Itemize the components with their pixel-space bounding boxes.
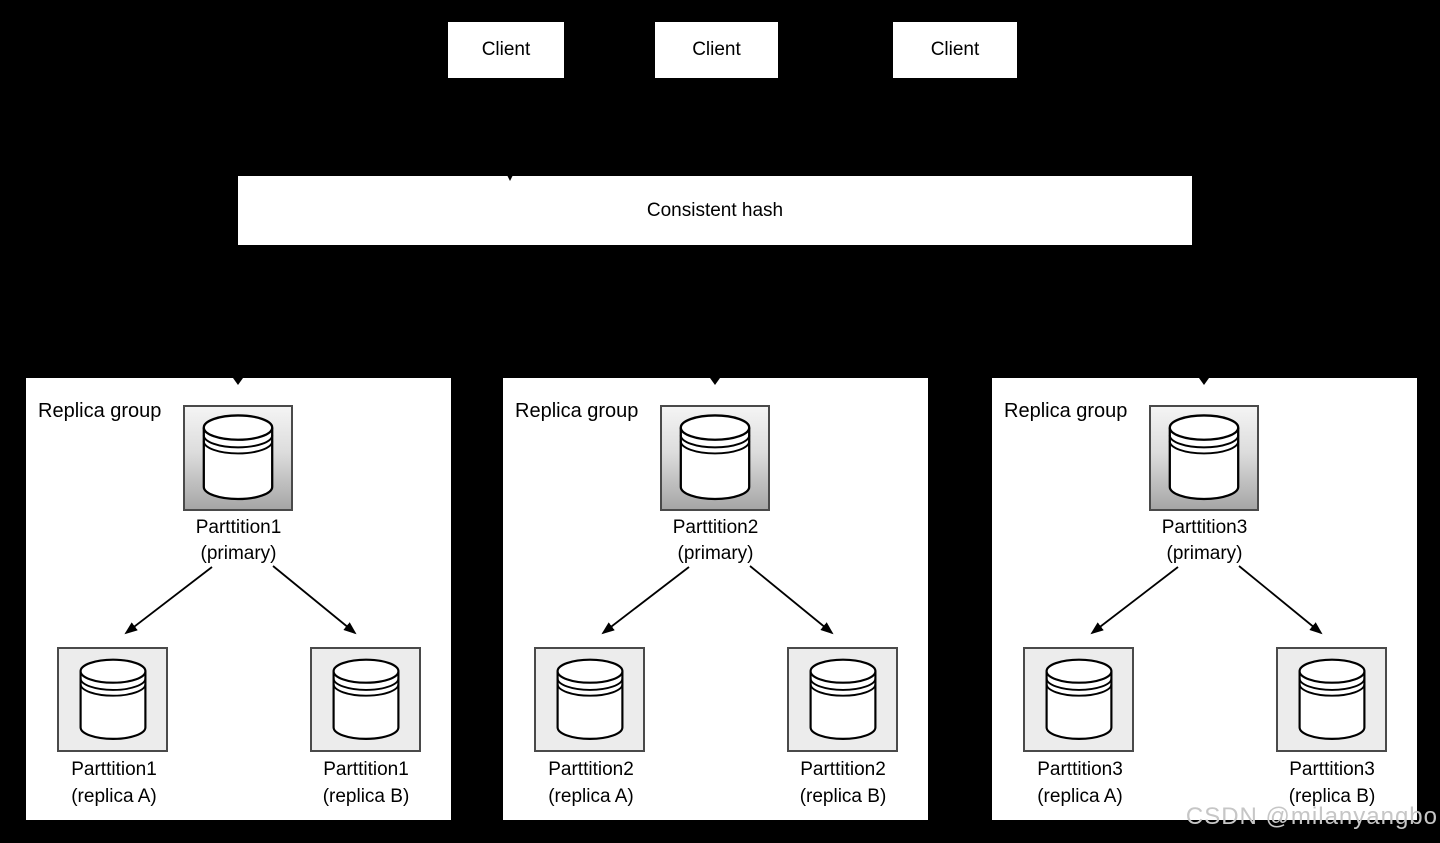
client-label: Client [692,39,741,60]
primary-partition-label: Parttition1 (primary) [26,515,451,567]
partition-name: Parttition1 [195,517,282,538]
replica-group-label: Replica group [1004,400,1128,422]
client-box-3: Client [891,20,1019,80]
partition-name: Parttition3 [1289,759,1375,780]
replica-group-3: Replica group Parttition3 (primary) [990,376,1419,822]
partition-role: (replica B) [1288,786,1376,807]
database-cylinder-icon [79,658,146,740]
partition-name: Parttition3 [1161,517,1248,538]
primary-partition-icon [183,405,293,511]
partition-role: (primary) [677,543,754,564]
replica-a-icon [534,647,645,752]
replica-group-1: Replica group Parttition1 (primary) [24,376,453,822]
replica-a-label: Parttition1 (replica A) [24,756,204,810]
down-arrowhead-icon [1199,378,1209,385]
partition-role: (replica A) [548,786,634,807]
replica-a-label: Parttition3 (replica A) [990,756,1170,810]
primary-partition-label: Parttition2 (primary) [503,515,928,567]
database-cylinder-icon [1298,658,1365,740]
replica-a-icon [57,647,168,752]
partition-name: Parttition2 [800,759,886,780]
primary-partition-icon [1149,405,1259,511]
database-cylinder-icon [556,658,623,740]
partition-role: (replica A) [1037,786,1123,807]
database-cylinder-icon [1168,414,1240,501]
replica-b-label: Parttition1 (replica B) [276,756,456,810]
replica-group-2: Replica group Parttition2 (primary) [501,376,930,822]
database-cylinder-icon [809,658,876,740]
watermark-text: CSDN @milanyangbo [1185,803,1438,830]
consistent-hash-label: Consistent hash [646,199,784,221]
partition-role: (primary) [200,543,277,564]
primary-partition-icon [660,405,770,511]
partition-name: Parttition1 [323,759,409,780]
client-label: Client [481,39,531,60]
partition-name: Parttition3 [1037,759,1123,780]
down-arrowhead-icon [710,378,720,385]
client-box-2: Client [653,20,780,80]
replica-a-icon [1023,647,1134,752]
replica-b-icon [1276,647,1387,752]
partition-name: Parttition2 [672,517,759,538]
database-cylinder-icon [332,658,399,740]
database-cylinder-icon [679,414,751,501]
down-arrowhead-icon [504,169,516,181]
partition-role: (primary) [1166,543,1243,564]
replica-b-icon [310,647,421,752]
down-arrowhead-icon [233,378,243,385]
replica-b-icon [787,647,898,752]
database-cylinder-icon [202,414,274,501]
partition-role: (replica B) [799,786,887,807]
replica-a-label: Parttition2 (replica A) [501,756,681,810]
replica-group-label: Replica group [38,400,162,422]
replica-group-label: Replica group [515,400,639,422]
replica-b-label: Parttition2 (replica B) [753,756,933,810]
primary-partition-label: Parttition3 (primary) [992,515,1417,567]
consistent-hash-box: Consistent hash [236,174,1194,247]
client-box-1: Client [446,20,566,80]
database-cylinder-icon [1045,658,1112,740]
partition-name: Parttition2 [548,759,634,780]
partition-role: (replica B) [322,786,410,807]
partition-name: Parttition1 [71,759,157,780]
replica-b-label: Parttition3 (replica B) [1242,756,1422,810]
partition-role: (replica A) [71,786,157,807]
client-label: Client [930,39,980,60]
